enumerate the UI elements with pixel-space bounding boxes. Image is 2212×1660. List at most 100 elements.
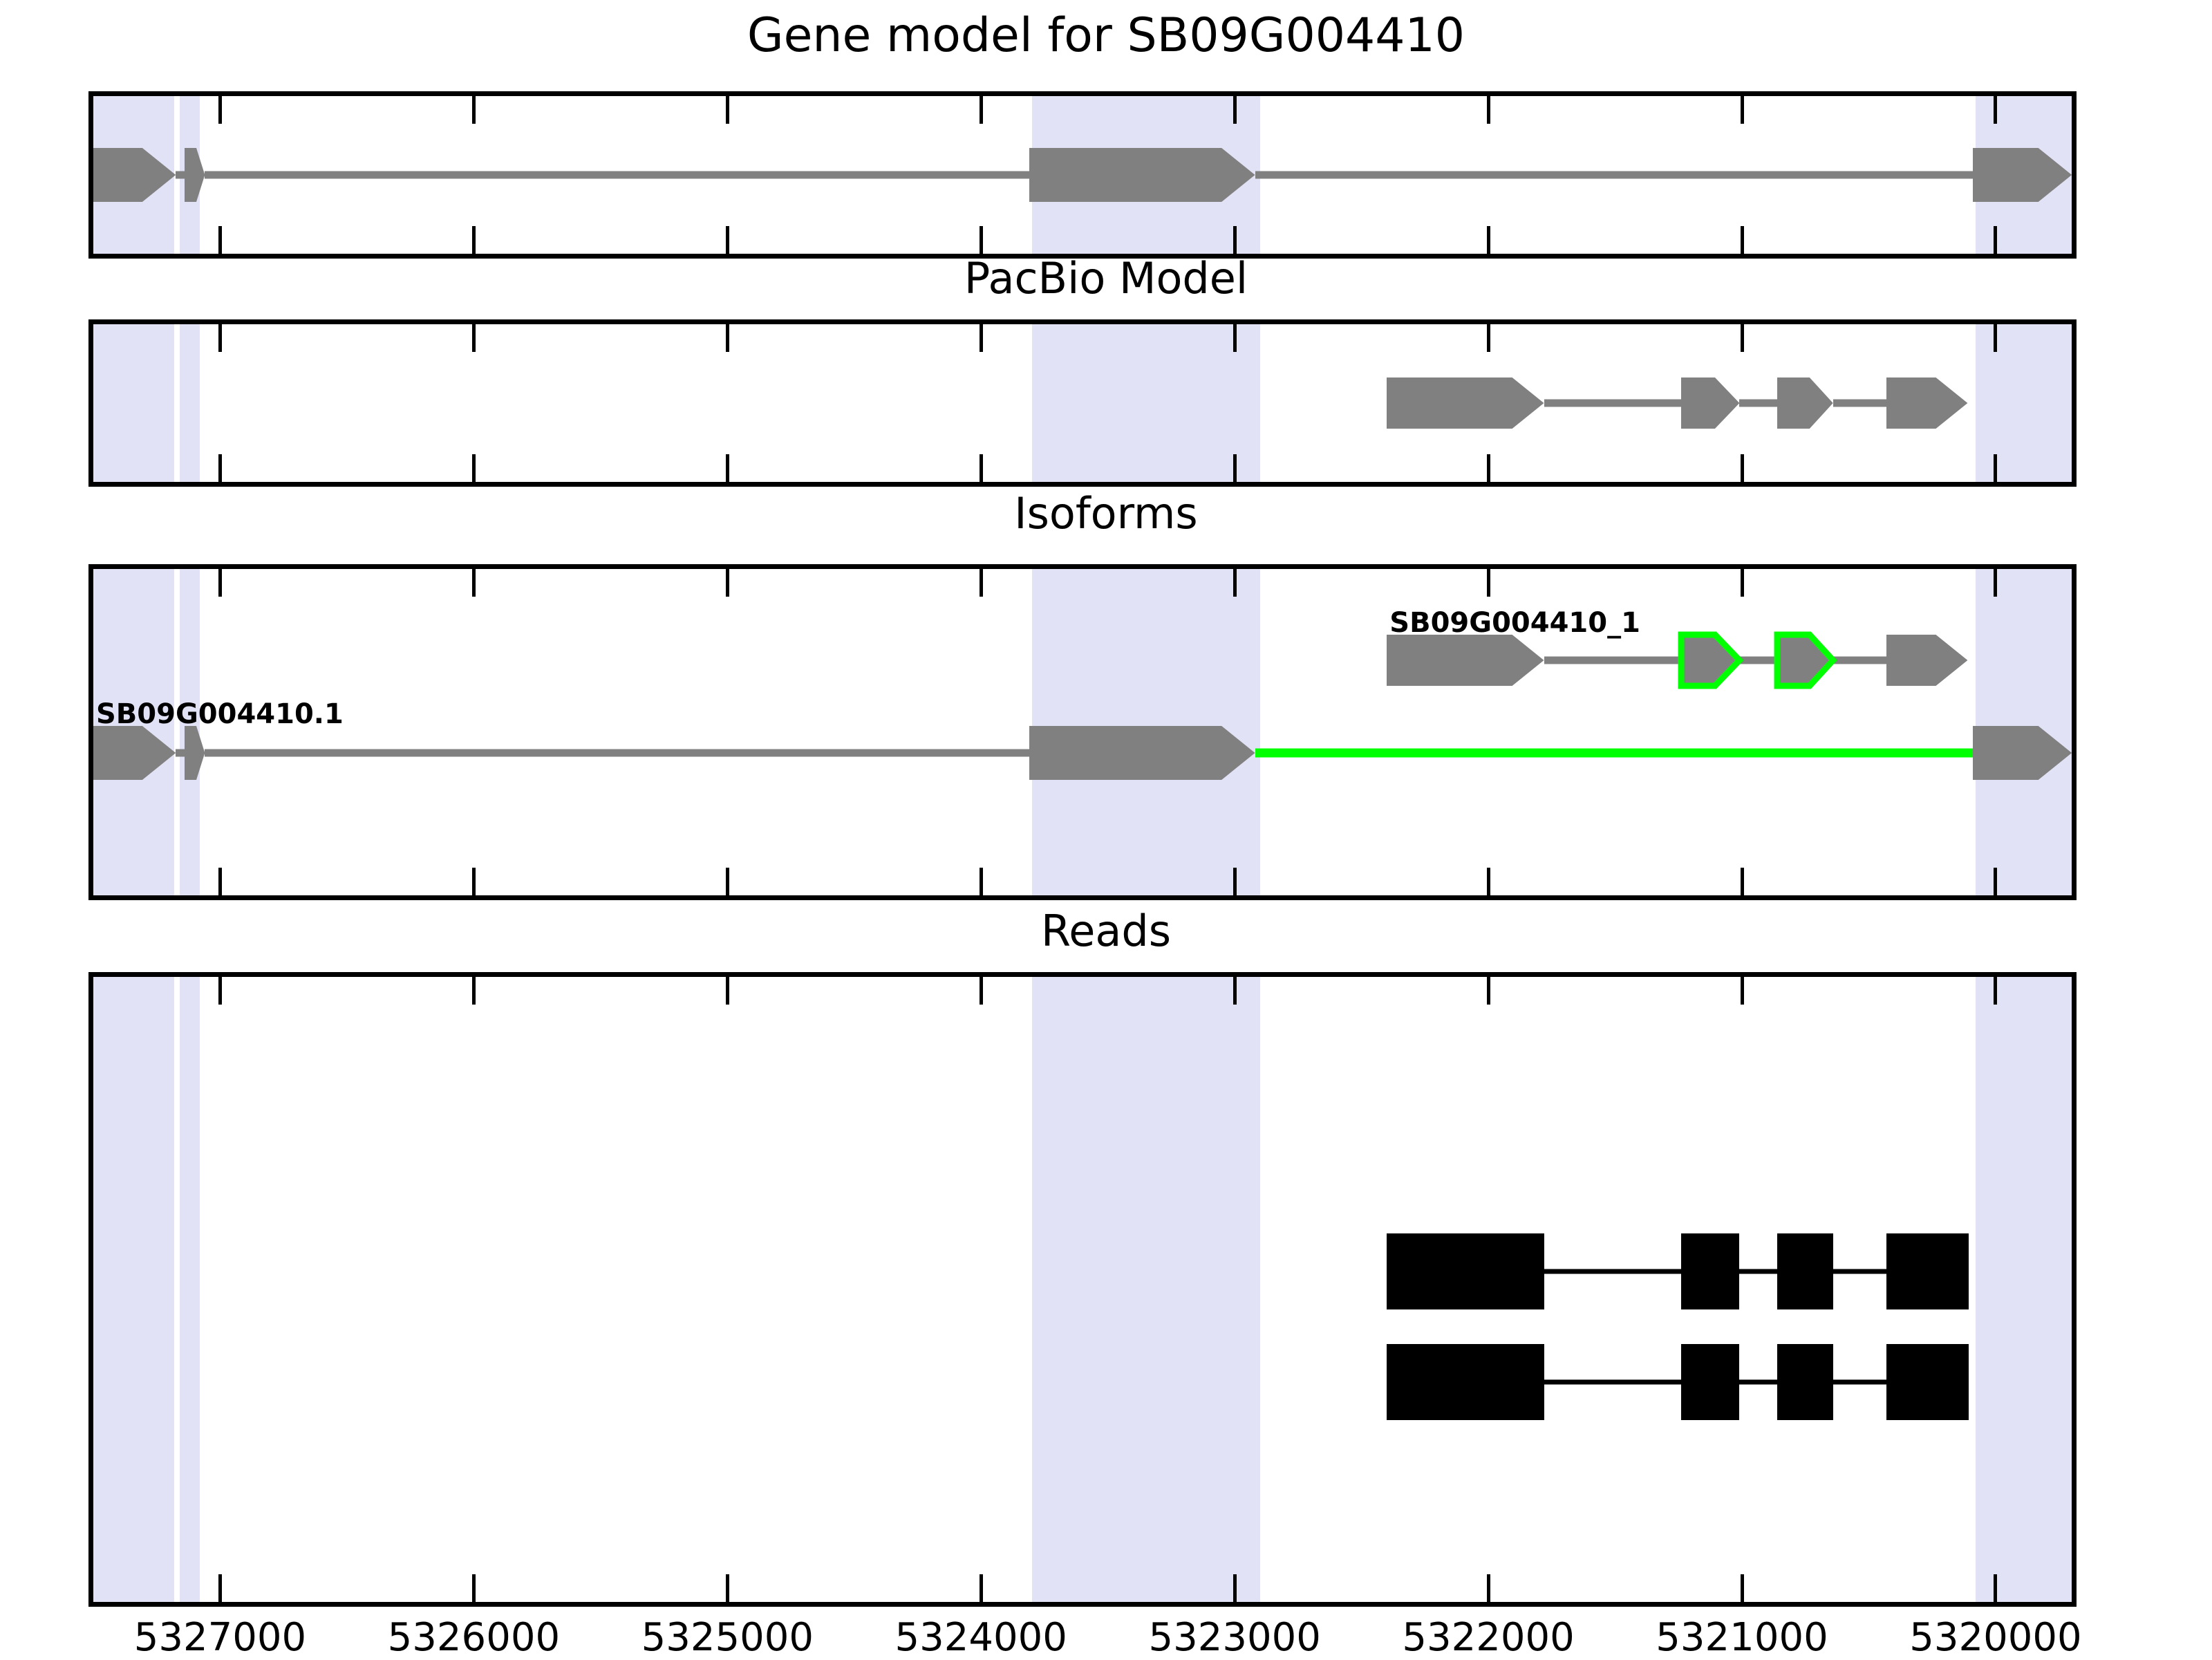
axis-tick [471, 96, 476, 124]
axis-tick [218, 324, 222, 352]
exon-highlighted [1678, 631, 1744, 689]
axis-tick [218, 868, 222, 895]
axis-tick [218, 226, 222, 254]
axis-tick [979, 96, 983, 124]
intron-line [205, 749, 1029, 757]
axis-tick [725, 569, 729, 597]
highlight-band [179, 977, 200, 1602]
axis-tick [979, 1574, 983, 1602]
intron-line [176, 171, 185, 179]
axis-tick [1486, 868, 1490, 895]
axis-tick [725, 1574, 729, 1602]
panel-title-reads: Reads [1040, 906, 1172, 956]
axis-tick [1232, 868, 1237, 895]
axis-tick [1740, 977, 1744, 1005]
exon [1886, 377, 1968, 429]
read-block [1777, 1233, 1834, 1309]
highlight-band [93, 977, 175, 1602]
read-block [1886, 1233, 1969, 1309]
axis-tick [1232, 96, 1237, 124]
axis-tick [725, 226, 729, 254]
read-junction-line [1739, 1269, 1778, 1274]
axis-tick [1486, 96, 1490, 124]
exon [1387, 635, 1544, 686]
x-tick-label: 5326000 [387, 1615, 561, 1660]
read-junction-line [1544, 1269, 1681, 1274]
axis-tick [1994, 1574, 1998, 1602]
axis-tick [1232, 977, 1237, 1005]
read-block [1886, 1344, 1969, 1420]
axis-tick [979, 977, 983, 1005]
intron-line [1739, 656, 1778, 664]
axis-tick [725, 977, 729, 1005]
axis-tick [1994, 569, 1998, 597]
intron-line [1255, 171, 1973, 179]
axis-tick [1232, 1574, 1237, 1602]
read-junction-line [1544, 1379, 1681, 1385]
axis-tick [725, 324, 729, 352]
axis-tick [1486, 454, 1490, 482]
exon [1886, 635, 1968, 686]
read-block [1680, 1344, 1740, 1420]
axis-tick [1994, 868, 1998, 895]
axis-tick [979, 324, 983, 352]
intron-line-highlighted [1255, 748, 1973, 758]
axis-tick [471, 569, 476, 597]
panel-title-pacbio: PacBio Model [964, 253, 1248, 304]
highlight-band [1031, 324, 1260, 482]
read-block [1680, 1233, 1740, 1309]
page-title: Gene model for SB09G004410 [747, 8, 1465, 63]
axis-tick [471, 977, 476, 1005]
intron-line [1833, 399, 1887, 407]
exon [1029, 726, 1255, 780]
read-junction-line [1739, 1379, 1778, 1385]
read-block [1387, 1344, 1544, 1420]
intron-line [1739, 399, 1778, 407]
axis-tick [1994, 977, 1998, 1005]
axis-tick [1486, 977, 1490, 1005]
x-tick-label: 5324000 [894, 1615, 1067, 1660]
intron-line [176, 749, 185, 757]
exon [185, 148, 205, 202]
highlight-band [179, 324, 200, 482]
axis-tick [1740, 868, 1744, 895]
axis-tick [1740, 226, 1744, 254]
exon [1029, 148, 1255, 202]
read-block [1777, 1344, 1834, 1420]
read-junction-line [1833, 1379, 1887, 1385]
axis-tick [1740, 1574, 1744, 1602]
panel-gene-model [88, 91, 2077, 259]
x-tick-label: 5325000 [641, 1615, 814, 1660]
highlight-band [1031, 977, 1260, 1602]
axis-tick [471, 324, 476, 352]
axis-tick [1740, 324, 1744, 352]
axis-tick [1232, 226, 1237, 254]
axis-tick [979, 454, 983, 482]
axis-tick [1486, 324, 1490, 352]
axis-tick [1232, 569, 1237, 597]
read-junction-line [1833, 1269, 1887, 1274]
axis-tick [1232, 324, 1237, 352]
axis-tick [1486, 226, 1490, 254]
axis-tick [725, 454, 729, 482]
exon [1387, 377, 1544, 429]
axis-tick [979, 569, 983, 597]
transcript-label: SB09G004410.1 [96, 698, 344, 730]
axis-tick [1994, 454, 1998, 482]
intron-line [1544, 656, 1681, 664]
exon [93, 726, 176, 780]
highlight-band [1975, 324, 2072, 482]
axis-tick [1994, 226, 1998, 254]
exon [93, 148, 176, 202]
axis-tick [725, 96, 729, 124]
intron-line [205, 171, 1029, 179]
axis-tick [1994, 96, 1998, 124]
axis-tick [218, 569, 222, 597]
axis-tick [471, 226, 476, 254]
axis-tick [1486, 569, 1490, 597]
axis-tick [979, 226, 983, 254]
axis-tick [979, 868, 983, 895]
